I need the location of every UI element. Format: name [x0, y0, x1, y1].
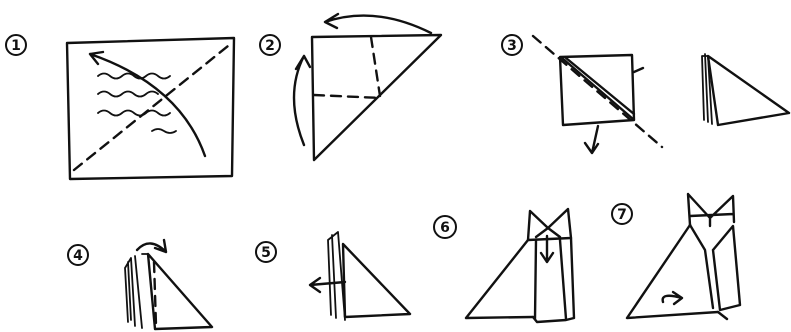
step-5-number-badge: 5	[256, 242, 276, 262]
step-6-neck-column	[533, 238, 574, 322]
step-1-square-paper	[67, 38, 234, 179]
step-2-left-fold-arrow	[294, 56, 310, 145]
step-7: 7	[612, 194, 740, 319]
step-7-curved-arrow	[663, 292, 682, 304]
step-1: 1	[6, 35, 234, 179]
step-3-number: 3	[507, 38, 517, 54]
step-2-number: 2	[265, 38, 275, 54]
step-3-number-badge: 3	[502, 35, 522, 55]
step-1-number-badge: 1	[6, 35, 26, 55]
step-4-number-badge: 4	[68, 245, 88, 265]
step-2-fold-lines	[314, 37, 381, 98]
step-6-number-badge: 6	[434, 216, 456, 238]
step-1-fold-arrow	[90, 52, 205, 156]
step-4-fold-arrow	[137, 240, 166, 252]
step-6-body	[466, 240, 533, 318]
step-3-inner-diagonal-layers	[562, 58, 634, 119]
step-7-neck-column	[690, 225, 740, 319]
step-5-number: 5	[261, 245, 271, 261]
step-7-head-ears	[688, 194, 734, 226]
step-3-flap-mark	[634, 68, 643, 72]
step-4: 4	[68, 240, 212, 329]
step-4-triangle	[148, 254, 212, 329]
step-7-body	[627, 225, 718, 318]
step-3-down-arrow	[585, 126, 598, 153]
step-7-number-badge: 7	[612, 204, 632, 224]
step-6-number: 6	[440, 220, 450, 236]
step-2-triangle	[312, 35, 441, 160]
step-1-number: 1	[11, 38, 21, 54]
step-5-left-arrow	[310, 278, 345, 292]
step-2-right-fold-arrow	[325, 14, 431, 33]
step-3: 3	[502, 35, 789, 153]
step-4-layered-flaps	[125, 254, 148, 328]
step-5-triangle	[343, 244, 410, 317]
step-2: 2	[260, 14, 441, 160]
step-5: 5	[256, 232, 410, 320]
step-6-head-ears	[528, 209, 571, 240]
step-6: 6	[434, 209, 574, 322]
step-4-number: 4	[73, 248, 83, 264]
step-7-number: 7	[617, 207, 627, 223]
step-3-result-shape	[702, 54, 789, 125]
step-2-number-badge: 2	[260, 35, 280, 55]
step-1-paper-texture-squiggles	[98, 74, 176, 134]
